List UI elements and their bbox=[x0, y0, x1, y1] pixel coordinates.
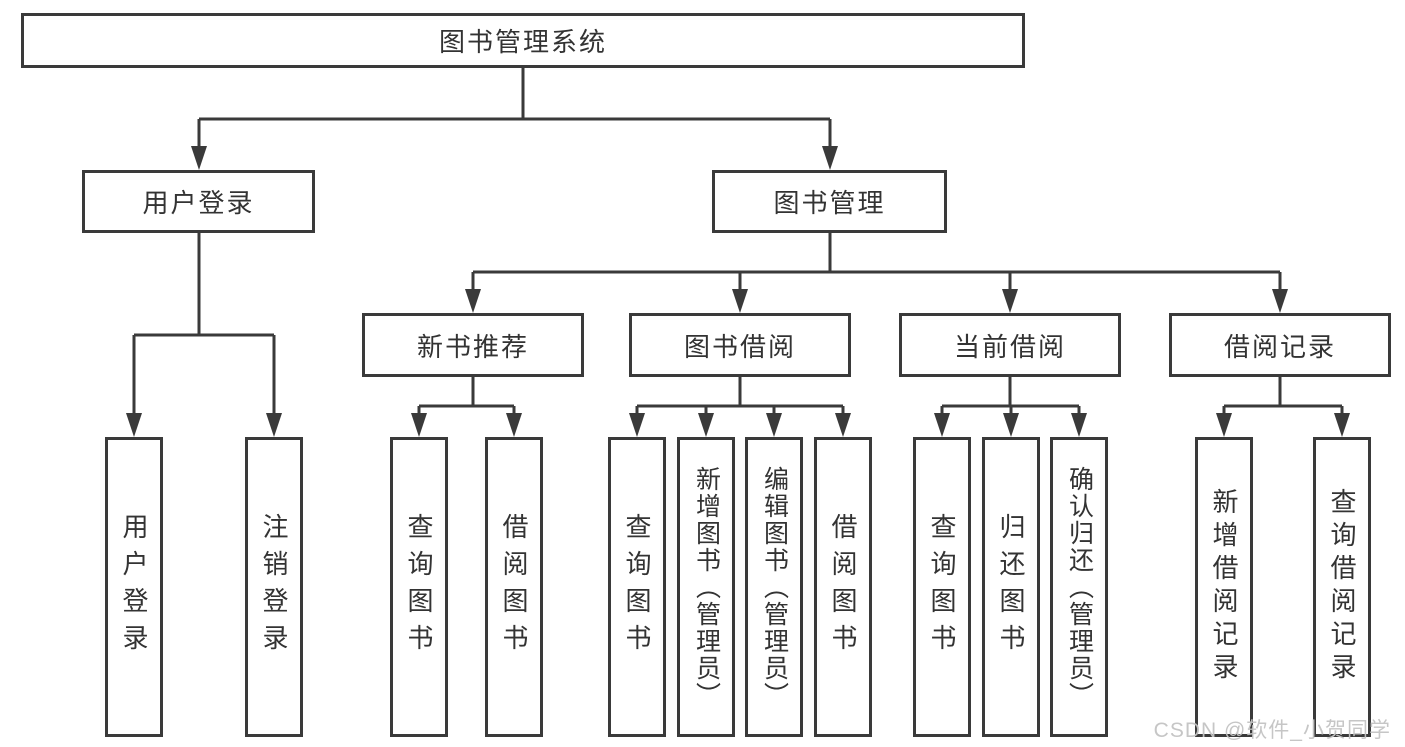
leaf-edit-books-admin: 编辑图书（管理员） bbox=[745, 437, 803, 737]
node-book-borrow: 图书借阅 bbox=[629, 313, 851, 377]
leaf-label: 新增借阅记录 bbox=[1209, 488, 1239, 686]
leaf-label: 注销登录 bbox=[259, 513, 289, 661]
leaf-logout: 注销登录 bbox=[245, 437, 303, 737]
leaf-label: 确认归还（管理员） bbox=[1065, 465, 1094, 709]
leaf-add-borrow-record: 新增借阅记录 bbox=[1195, 437, 1253, 737]
leaf-confirm-return-admin: 确认归还（管理员） bbox=[1050, 437, 1108, 737]
arrowhead bbox=[506, 413, 522, 437]
leaf-query-borrow-record: 查询借阅记录 bbox=[1313, 437, 1371, 737]
connector-current-borrow-to-leaves bbox=[940, 377, 1081, 417]
node-current-borrow: 当前借阅 bbox=[899, 313, 1121, 377]
arrowheads bbox=[126, 146, 1350, 437]
leaf-return-books: 归还图书 bbox=[982, 437, 1040, 737]
leaf-label: 查询图书 bbox=[404, 513, 434, 661]
connector-new-book-to-leaves bbox=[417, 377, 516, 417]
arrowhead bbox=[766, 413, 782, 437]
arrowhead bbox=[465, 289, 481, 313]
leaf-borrow-books-2: 借阅图书 bbox=[814, 437, 872, 737]
leaf-add-books-admin: 新增图书（管理员） bbox=[677, 437, 735, 737]
leaf-label: 新增图书（管理员） bbox=[692, 465, 721, 709]
leaf-label: 借阅图书 bbox=[499, 513, 529, 661]
leaf-user-login: 用户登录 bbox=[105, 437, 163, 737]
arrowhead bbox=[126, 413, 142, 437]
arrowhead bbox=[266, 413, 282, 437]
arrowhead bbox=[1272, 289, 1288, 313]
arrowhead bbox=[1071, 413, 1087, 437]
leaf-label: 用户登录 bbox=[119, 513, 149, 661]
leaf-query-books-2: 查询图书 bbox=[608, 437, 666, 737]
arrowhead bbox=[191, 146, 207, 170]
node-new-book-recommend: 新书推荐 bbox=[362, 313, 584, 377]
leaf-label: 查询借阅记录 bbox=[1327, 488, 1357, 686]
leaf-query-books-3: 查询图书 bbox=[913, 437, 971, 737]
connector-borrow-records-to-leaves bbox=[1222, 377, 1344, 417]
node-borrow-records: 借阅记录 bbox=[1169, 313, 1391, 377]
leaf-label: 借阅图书 bbox=[828, 513, 858, 661]
node-user-login: 用户登录 bbox=[82, 170, 315, 233]
arrowhead bbox=[732, 289, 748, 313]
connector-book-mgmt-to-groups bbox=[471, 233, 1282, 293]
node-library-management-system: 图书管理系统 bbox=[21, 13, 1025, 68]
leaf-label: 归还图书 bbox=[996, 513, 1026, 661]
leaf-borrow-books-1: 借阅图书 bbox=[485, 437, 543, 737]
node-book-management: 图书管理 bbox=[712, 170, 947, 233]
leaf-label: 查询图书 bbox=[927, 513, 957, 661]
arrowhead bbox=[1334, 413, 1350, 437]
arrowhead bbox=[698, 413, 714, 437]
connector-user-login-to-leaves bbox=[132, 233, 276, 417]
arrowhead bbox=[629, 413, 645, 437]
leaf-query-books-1: 查询图书 bbox=[390, 437, 448, 737]
arrowhead bbox=[411, 413, 427, 437]
arrowhead bbox=[1003, 413, 1019, 437]
leaf-label: 查询图书 bbox=[622, 513, 652, 661]
connector-root-to-level2 bbox=[197, 68, 832, 150]
csdn-watermark: CSDN @软件_小贺同学 bbox=[1153, 719, 1391, 742]
connector-book-borrow-to-leaves bbox=[635, 377, 845, 417]
arrowhead bbox=[822, 146, 838, 170]
arrowhead bbox=[1216, 413, 1232, 437]
arrowhead bbox=[1002, 289, 1018, 313]
arrowhead bbox=[934, 413, 950, 437]
arrowhead bbox=[835, 413, 851, 437]
leaf-label: 编辑图书（管理员） bbox=[760, 465, 789, 709]
